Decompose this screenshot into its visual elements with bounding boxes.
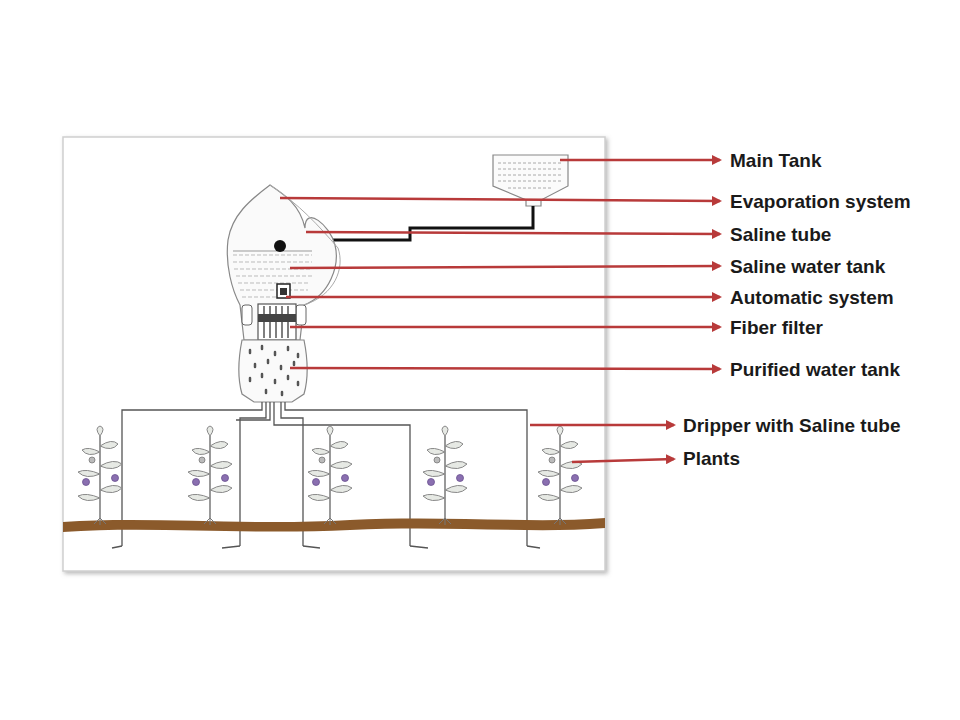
callout-label: Saline water tank [730, 256, 885, 279]
callout-label: Main Tank [730, 150, 822, 173]
illustration-frame [63, 137, 605, 571]
callout-label: Plants [683, 448, 740, 471]
purified-water-tank [239, 340, 307, 402]
evaporation-system [227, 185, 340, 340]
plants [78, 426, 582, 525]
callout-label: Saline tube [730, 224, 831, 247]
callout-label: Purified water tank [730, 359, 900, 382]
callout-label: Evaporation system [730, 191, 911, 214]
callout-label: Automatic system [730, 287, 894, 310]
soil [63, 518, 605, 532]
leader-arrows [280, 160, 720, 462]
callout-label: Dripper with Saline tube [683, 415, 900, 438]
callout-label: Fiber filter [730, 317, 823, 340]
